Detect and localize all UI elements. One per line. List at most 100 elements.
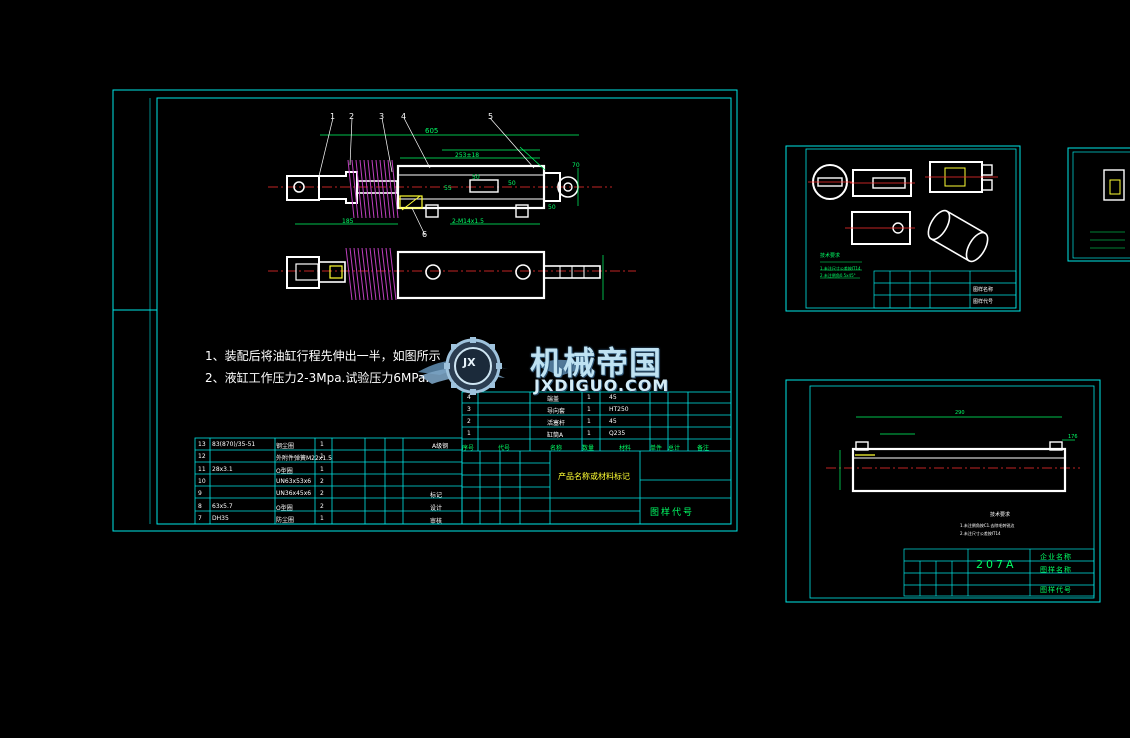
dim-a: 50	[472, 174, 480, 181]
cell-code: 83(870)/35-51	[212, 441, 256, 448]
watermark: JX 机械帝国 JXDIGUO.COM	[418, 334, 718, 398]
cell-name: 缸筒A	[547, 432, 564, 439]
header-total: 总计	[668, 445, 681, 452]
cell-material: 45	[609, 394, 617, 401]
parts-header-row: 序号 代号 名称 数量 材料 单件 总计 备注	[462, 443, 731, 452]
header-remark: 备注	[696, 445, 709, 452]
cell-no: 1	[467, 430, 471, 437]
cell-code: 63x5.7	[212, 502, 233, 510]
cell-name: O型圈	[276, 467, 293, 475]
title-block	[461, 391, 732, 525]
balloon-1: 1	[330, 112, 336, 121]
cell-qty: 2	[320, 477, 324, 485]
sheet3-company: 企业名称	[1040, 553, 1072, 561]
cell-qty: 1	[587, 430, 591, 437]
dim-d: 185	[342, 218, 354, 225]
cell-note: A级钢	[432, 443, 449, 450]
table-row: 11 28x3.1 O型圈 1	[196, 466, 462, 477]
cell-name: 防尘圈	[276, 516, 295, 524]
sheet3-note-1: 1.未注倒角按C1.去除毛刺锐边	[960, 523, 1015, 528]
balloon-5: 5	[488, 112, 494, 121]
cell-qty: 1	[587, 406, 591, 413]
cell-qty: 1	[320, 514, 324, 522]
table-row: 7 DH35 防尘圈 1	[196, 515, 462, 526]
sheet3-dim-length: 290	[955, 410, 965, 416]
part-sheet-2	[785, 145, 1021, 312]
dim-e: 50	[548, 204, 556, 211]
cell-code: DH35	[212, 514, 229, 522]
cell-no: 13	[198, 441, 206, 448]
cell-no: 7	[198, 514, 202, 522]
cell-no: 3	[467, 406, 471, 413]
cell-no: 9	[198, 490, 202, 498]
cell-code: 28x3.1	[212, 465, 233, 473]
dim-overall: 605	[425, 127, 439, 135]
cell-material: Q235	[609, 430, 626, 437]
watermark-logo-icon	[418, 337, 590, 395]
dim-c: 50	[508, 180, 516, 187]
sheet3-notes-heading: 技术要求	[990, 512, 1011, 518]
cell-qty: 2	[320, 502, 324, 510]
cell-no: 8	[198, 502, 202, 510]
header-code: 代号	[497, 445, 510, 452]
dim-f: 70	[572, 162, 580, 169]
part-sheet-3	[785, 379, 1101, 603]
table-row: 1 缸筒A 1 Q235	[463, 430, 663, 441]
cell-qty: 1	[587, 418, 591, 425]
cell-material: HT250	[609, 406, 629, 413]
table-row: 8 63x5.7 O型圈 2	[196, 503, 462, 514]
side-label-1: 标记	[430, 492, 443, 499]
header-qty: 数量	[582, 445, 595, 452]
cell-name: 活塞杆	[547, 420, 566, 427]
cell-qty: 1	[320, 453, 324, 461]
title-block-drawing-code: 图样代号	[650, 508, 695, 518]
cell-qty: 1	[587, 394, 591, 401]
part-sheet-4-partial	[1067, 147, 1130, 262]
header-unit: 单件	[650, 445, 663, 452]
side-label-3: 审核	[430, 518, 443, 525]
cell-name: 端盖	[547, 396, 560, 403]
sheet2-code: 图样代号	[973, 299, 994, 305]
cell-qty: 1	[320, 465, 324, 473]
header-material: 材料	[618, 445, 631, 452]
cell-no: 4	[467, 394, 471, 401]
sheet2-notes-heading: 技术要求	[820, 253, 841, 259]
cell-no: 11	[198, 465, 206, 473]
table-row: 4 端盖 1 45	[463, 394, 663, 405]
sheet2-note-1: 1.未注尺寸公差按IT14	[820, 266, 861, 271]
cell-name: 外附件弹簧M22x1.5	[276, 455, 332, 463]
sheet3-part-code: 207A	[976, 558, 1017, 571]
assembly-note-1: 1、装配后将油缸行程先伸出一半，如图所示	[205, 349, 441, 363]
balloon-6: 6	[422, 230, 428, 239]
cell-name: 钢尘圈	[276, 443, 295, 450]
dim-b: 55	[444, 185, 452, 192]
balloon-4: 4	[401, 112, 407, 121]
watermark-logo-letters: JX	[463, 356, 476, 369]
sheet3-dim-b: 176	[1068, 434, 1078, 440]
assembly-note-2: 2、液缸工作压力2-3Mpa.试验压力6MPa.	[205, 371, 430, 385]
cell-no: 10	[198, 477, 206, 485]
sheet2-title: 图样名称	[973, 287, 994, 293]
sheet2-note-2: 2.未注倒角0.5x45°	[820, 273, 856, 278]
main-drawing-sheet	[112, 89, 738, 532]
watermark-chinese-title: 机械帝国	[530, 344, 663, 382]
cell-qty: 1	[320, 441, 324, 448]
table-row: 13 83(870)/35-51 钢尘圈 1 A级钢	[196, 441, 462, 452]
cell-material: 45	[609, 418, 617, 425]
cell-no: 12	[198, 453, 206, 461]
dim-stroke: 253±18	[455, 152, 480, 159]
title-block-product-name: 产品名称或材料标记	[558, 472, 630, 481]
balloon-3: 3	[379, 112, 385, 121]
header-no: 序号	[462, 445, 475, 452]
cell-qty: 2	[320, 490, 324, 498]
cell-name: UN63x53x6	[276, 477, 312, 485]
sheet3-code: 图样代号	[1040, 586, 1072, 594]
sheet3-title: 图样名称	[1040, 566, 1072, 574]
sheet3-note-2: 2.未注尺寸公差按IT14	[960, 531, 1001, 536]
cylinder-side-view	[268, 247, 636, 301]
cell-name: O型圈	[276, 504, 293, 512]
